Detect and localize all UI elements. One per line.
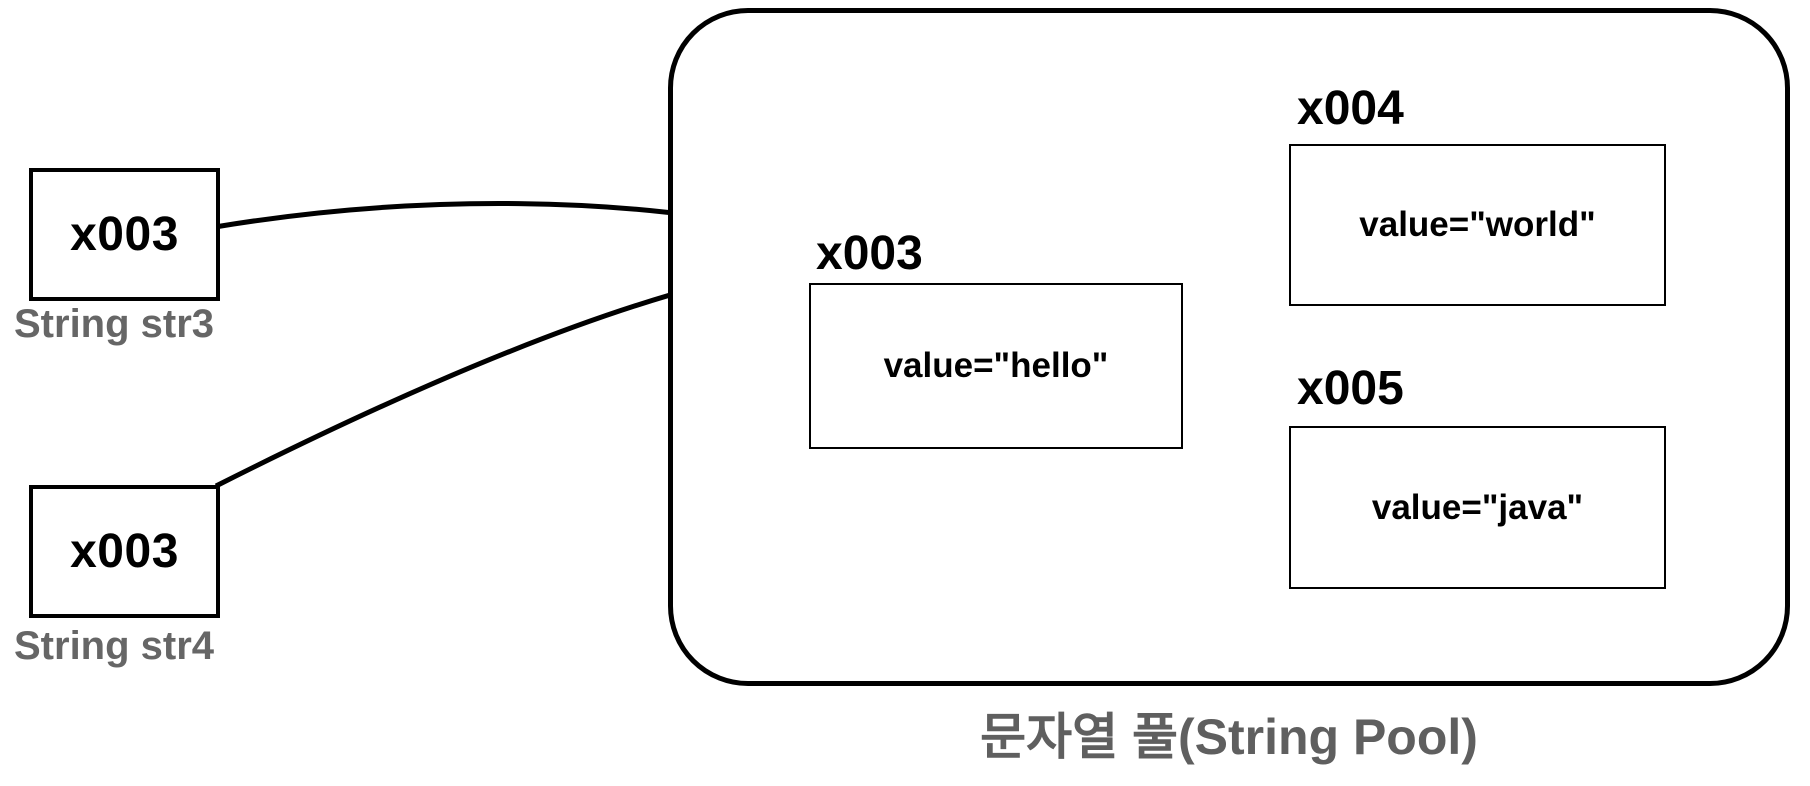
ref-box-str4: x003 [29, 485, 220, 618]
pool-entry-x004-value: value="world" [1359, 205, 1596, 244]
pool-entry-x005-value: value="java" [1371, 487, 1584, 527]
pool-entry-x005-value-box: value="java" [1289, 426, 1666, 589]
ref-caption-str4: String str4 [14, 624, 215, 668]
pool-caption: 문자열 풀(String Pool) [980, 709, 1478, 765]
pool-entry-x003-value-box: value="hello" [809, 283, 1183, 449]
pool-entry-x005-address: x005 [1297, 362, 1404, 415]
ref-box-str3-label: x003 [70, 208, 179, 261]
ref-box-str3: x003 [29, 168, 220, 301]
pool-entry-x003-value: value="hello" [883, 346, 1109, 385]
pool-entry-x003-address: x003 [816, 227, 923, 280]
ref-caption-str3: String str3 [14, 302, 215, 346]
pool-entry-x004-address: x004 [1297, 82, 1404, 135]
pool-entry-x004-value-box: value="world" [1289, 144, 1666, 306]
ref-box-str4-label: x003 [70, 525, 179, 578]
